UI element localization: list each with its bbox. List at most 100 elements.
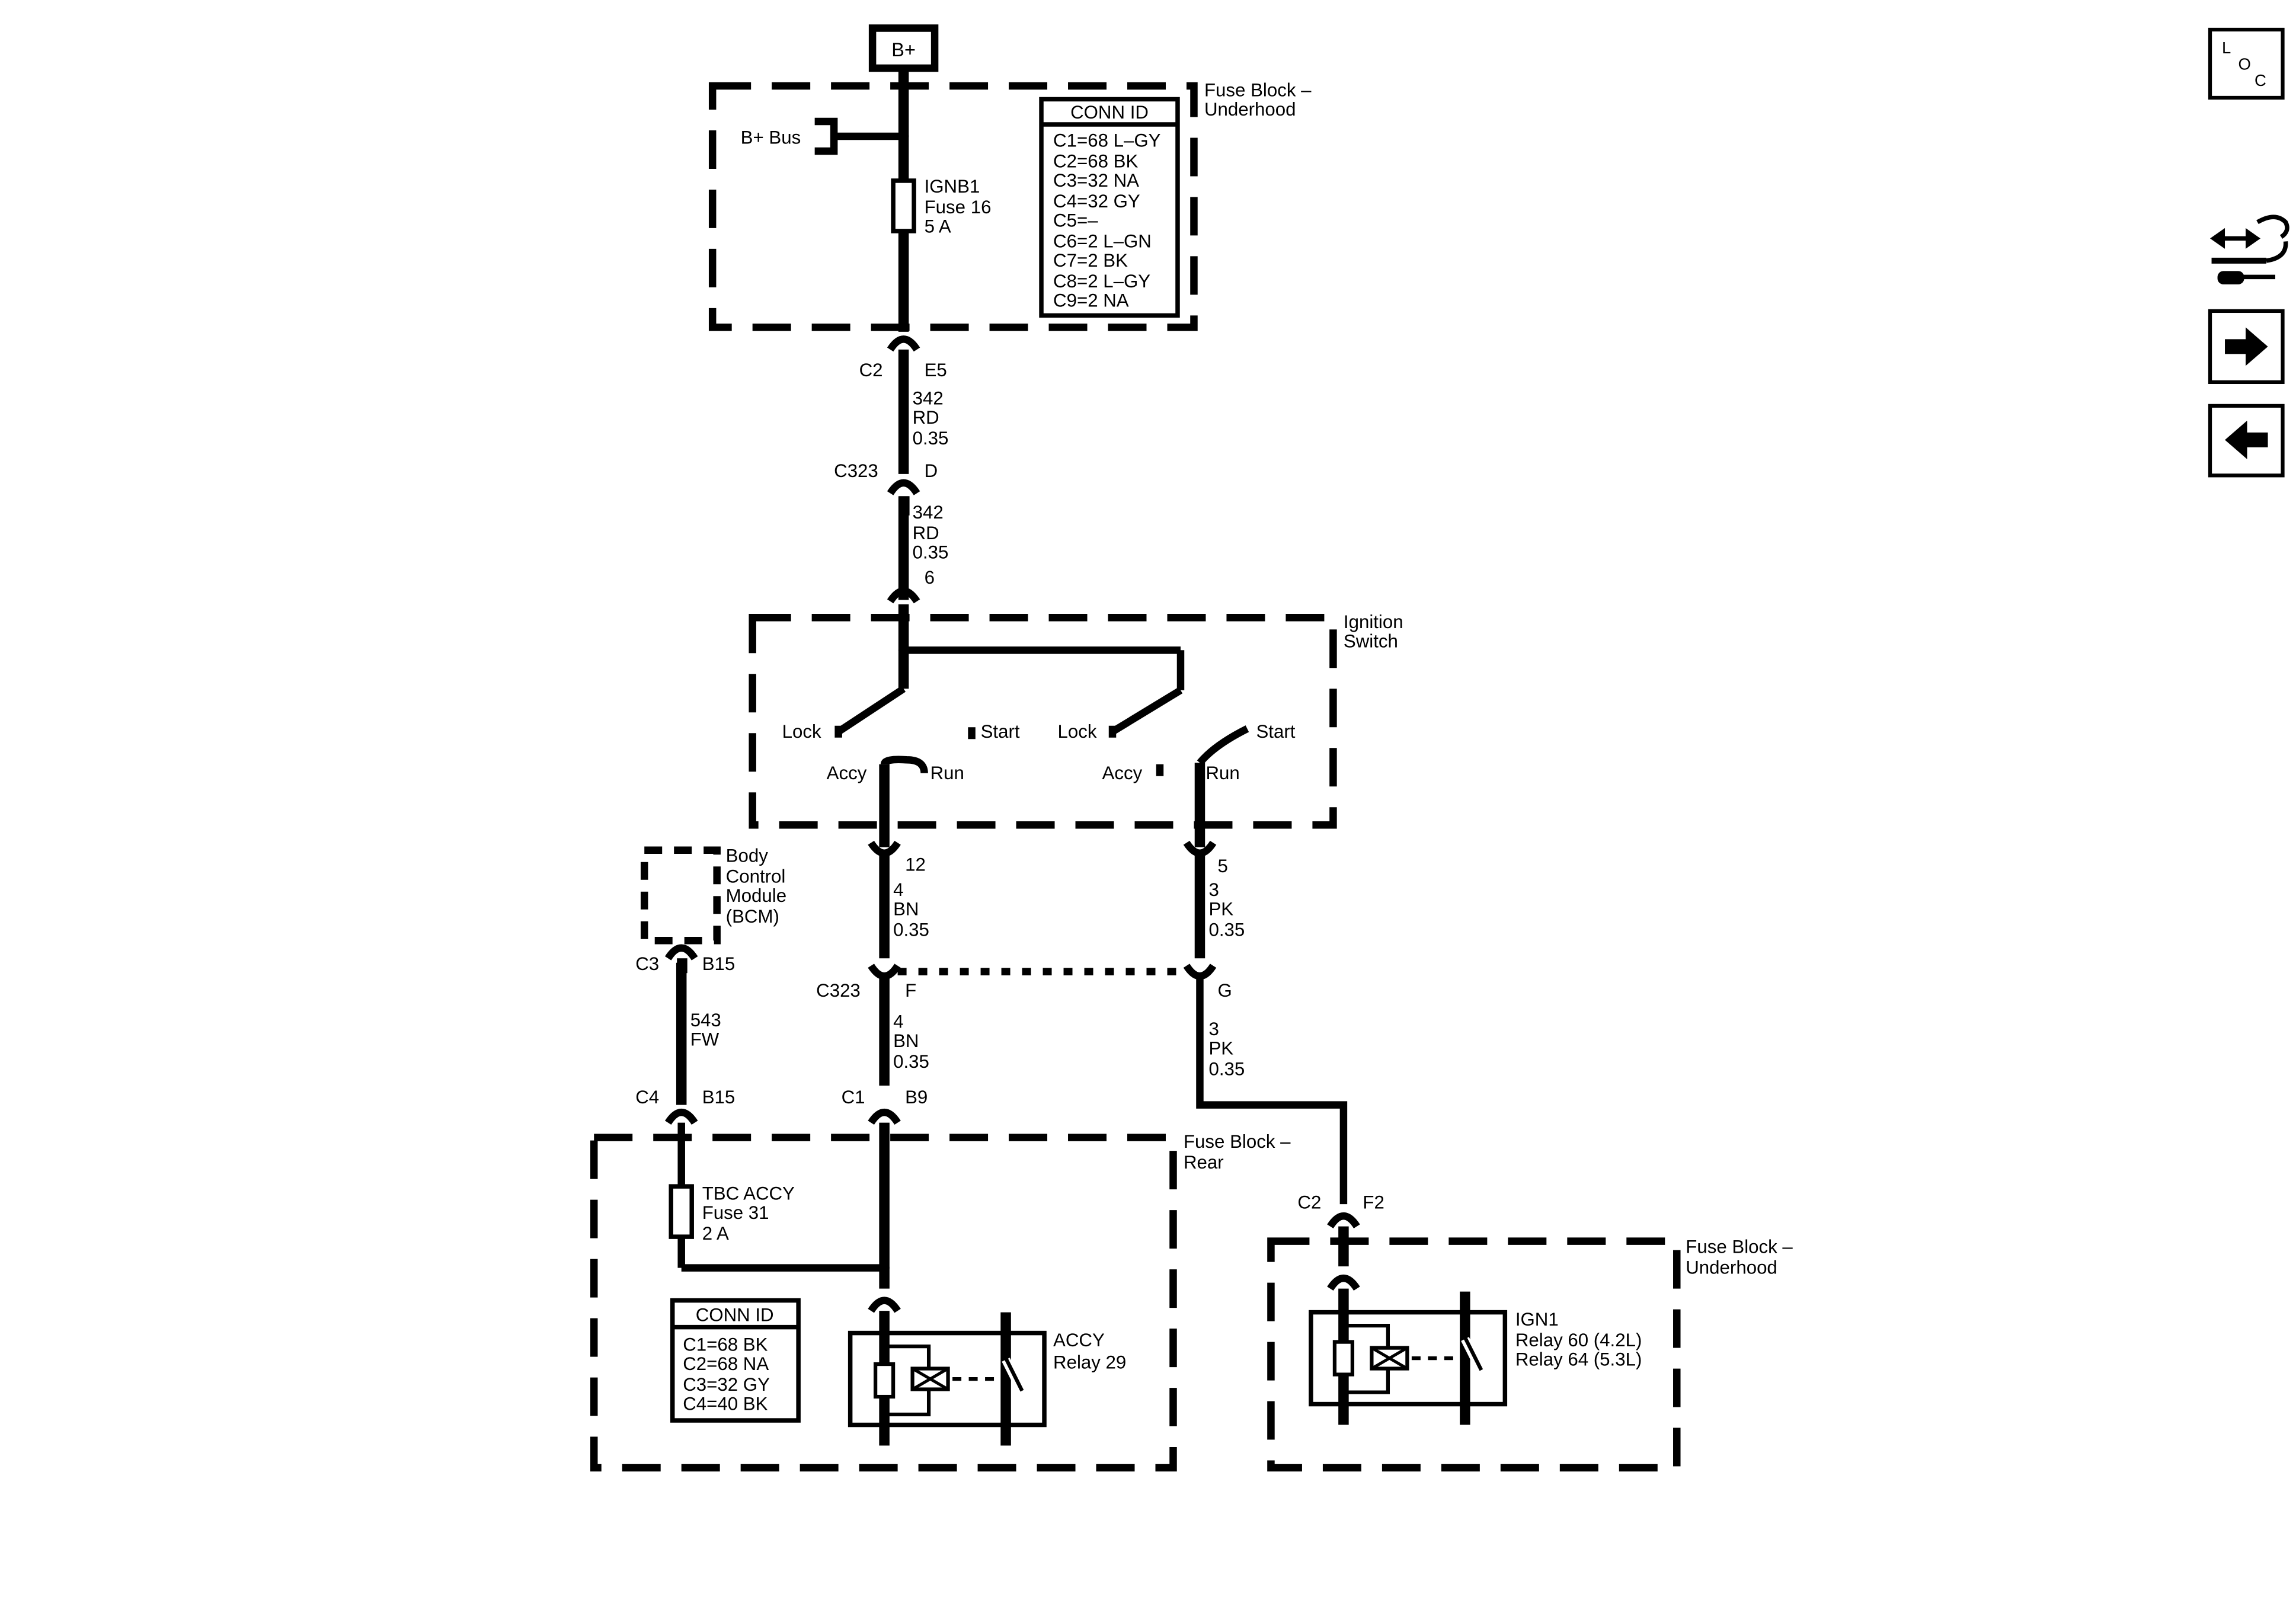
pin-5-label: 5: [1217, 856, 1227, 876]
connector-c1-label: C1: [842, 1087, 865, 1108]
ignition-switch: Ignition Switch Lock Start Accy Run Lock…: [749, 604, 1403, 847]
wire-color: RD: [913, 523, 939, 543]
bcm-label: Control: [726, 866, 786, 887]
pin-12-label: 12: [905, 854, 926, 875]
fuse-block-rear: Fuse Block – Rear TBC ACCY Fuse 31 2 A: [590, 1122, 1291, 1472]
wire-gauge: 0.35: [1208, 1059, 1245, 1080]
circuit-number: 342: [913, 502, 944, 523]
location-icon-c: C: [2255, 71, 2266, 89]
circuit-number: 3: [1208, 879, 1219, 900]
connector-c4-label: C4: [635, 1087, 659, 1108]
switch-left-run-label: Run: [930, 763, 964, 783]
fuse-31-rating: 2 A: [702, 1223, 729, 1244]
fuse-block-underhood-bottom-subtitle: Underhood: [1686, 1257, 1777, 1278]
connector-c323-label: C323: [816, 980, 861, 1001]
location-icon-o: O: [2239, 55, 2251, 73]
connector-c3-label: C3: [635, 953, 659, 974]
fuse-31-number: Fuse 31: [702, 1202, 769, 1223]
location-button[interactable]: L O C: [2208, 27, 2285, 100]
switch-left-lock-label: Lock: [782, 721, 821, 742]
switch-right-lock-label: Lock: [1058, 721, 1097, 742]
conn-id-header: CONN ID: [1070, 102, 1149, 123]
pin-6-label: 6: [925, 567, 935, 588]
circuit-number: 543: [690, 1010, 721, 1030]
location-icon-l: L: [2222, 39, 2231, 57]
conn-id-row: C2=68 NA: [683, 1353, 769, 1374]
bcm-label: Body: [726, 846, 769, 866]
next-page-button[interactable]: [2208, 309, 2285, 385]
conn-id-table-rear: CONN ID C1=68 BK C2=68 NA C3=32 GY C4=40…: [670, 1298, 801, 1423]
wire-color: FW: [690, 1029, 720, 1050]
accessory-circuit: 12 4 BN 0.35 C323 F 4 BN 0.35 C1 B9: [816, 840, 929, 1125]
conn-id-row: C4=40 BK: [683, 1394, 768, 1414]
ign1-relay-number: Relay 60 (4.2L): [1515, 1330, 1642, 1350]
switch-right-run-label: Run: [1205, 763, 1239, 783]
pin-f2-label: F2: [1363, 1192, 1384, 1213]
conn-id-row: C7=2 BK: [1053, 250, 1128, 271]
switch-right-accy-label: Accy: [1102, 763, 1143, 783]
switch-right-start-label: Start: [1256, 721, 1295, 742]
conn-id-table-underhood: CONN ID C1=68 L–GY C2=68 BK C3=32 NA C4=…: [1039, 97, 1180, 318]
pin-b9-label: B9: [905, 1087, 928, 1108]
fuse-block-underhood-bottom: Fuse Block – Underhood IGN1 Relay 60 (4.…: [1267, 1226, 1793, 1472]
pin-b15-label: B15: [702, 953, 736, 974]
conn-id-row: C3=32 NA: [1053, 170, 1139, 191]
fuse-block-underhood-top-subtitle: Underhood: [1204, 99, 1296, 120]
switch-left-start-label: Start: [981, 721, 1020, 742]
component-connector-button[interactable]: [2210, 215, 2289, 284]
circuit-number: 4: [893, 1012, 903, 1032]
conn-id-row: C4=32 GY: [1053, 191, 1140, 212]
conn-id-row: C6=2 L–GN: [1053, 231, 1152, 251]
fuse-block-underhood-bottom-title: Fuse Block –: [1686, 1237, 1793, 1257]
relay-29-name: ACCY: [1053, 1330, 1105, 1350]
ignition-switch-title: Ignition: [1344, 612, 1403, 632]
conn-id-row: C9=2 NA: [1053, 290, 1129, 311]
upper-wire: C2 E5 342 RD 0.35 C323 D 342 RD 0.35 6: [834, 335, 949, 604]
ign1-relay-number: Relay 64 (5.3L): [1515, 1349, 1642, 1370]
conn-id-header: CONN ID: [696, 1305, 774, 1326]
component-connector-icon: [2210, 215, 2289, 284]
fuse-16-label: IGNB1 Fuse 16 5 A: [925, 176, 992, 236]
body-control-module: Body Control Module (BCM): [640, 846, 786, 945]
fuse-16-rating: 5 A: [925, 216, 951, 236]
fuse-block-rear-subtitle: Rear: [1184, 1152, 1224, 1173]
battery-supply: B+: [868, 24, 939, 72]
ignition1-circuit: 5 3 PK 0.35 G 3 PK 0.35 C2 F2: [1183, 840, 1384, 1229]
pin-f-label: F: [905, 980, 916, 1001]
fuse-16-name: IGNB1: [925, 176, 980, 197]
connector-c2-label: C2: [1297, 1192, 1321, 1213]
connector-c2-label: C2: [859, 360, 883, 380]
wire-color: PK: [1208, 899, 1233, 920]
ign1-relay: IGN1 Relay 60 (4.2L) Relay 64 (5.3L): [1309, 1275, 1642, 1425]
conn-id-row: C8=2 L–GY: [1053, 271, 1150, 292]
previous-page-button[interactable]: [2208, 404, 2285, 478]
bcm-circuit: C3 B15 543 FW C4 B15: [635, 944, 736, 1125]
b-plus-bus-label: B+ Bus: [741, 127, 801, 148]
pin-e5-label: E5: [925, 360, 947, 380]
fuse-16-number: Fuse 16: [925, 197, 992, 217]
wire-gauge: 0.35: [893, 920, 929, 940]
circuit-number: 342: [913, 388, 944, 408]
conn-id-row: C2=68 BK: [1053, 151, 1138, 171]
wire-color: BN: [893, 1030, 919, 1051]
wire-gauge: 0.35: [893, 1051, 929, 1072]
ign1-relay-name: IGN1: [1515, 1309, 1559, 1330]
fuse-block-rear-title: Fuse Block –: [1184, 1131, 1291, 1152]
circuit-number: 4: [893, 879, 903, 900]
fuse-31-name: TBC ACCY: [702, 1183, 795, 1204]
wire-gauge: 0.35: [913, 542, 949, 562]
switch-left-accy-label: Accy: [827, 763, 867, 783]
wire-color: PK: [1208, 1038, 1233, 1059]
fuse-block-underhood-top-title: Fuse Block –: [1204, 79, 1312, 100]
circuit-number: 3: [1208, 1019, 1219, 1039]
conn-id-row: C1=68 L–GY: [1053, 130, 1161, 151]
bcm-label: Module: [726, 885, 786, 906]
wire-color: RD: [913, 407, 939, 428]
arrow-left-icon: [2225, 420, 2268, 459]
connector-c323-label: C323: [834, 460, 878, 481]
bcm-label: (BCM): [726, 906, 779, 927]
battery-supply-label: B+: [891, 39, 916, 60]
arrow-right-icon: [2225, 327, 2268, 366]
accy-relay-29: ACCY Relay 29: [848, 1297, 1126, 1446]
